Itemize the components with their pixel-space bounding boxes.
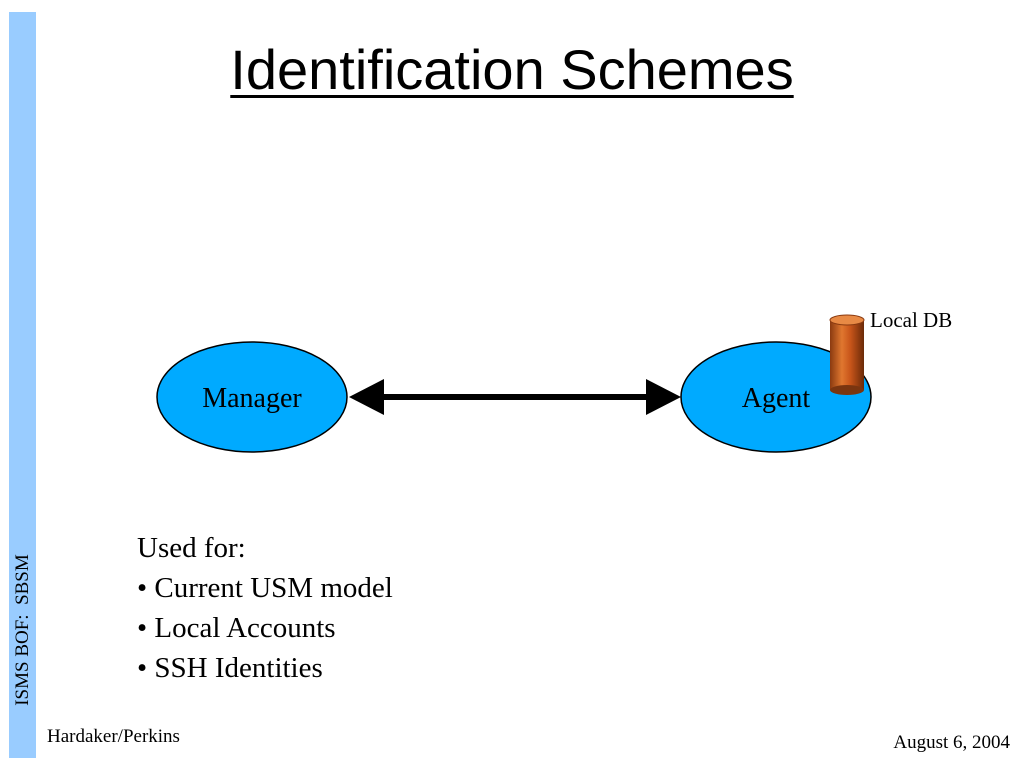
usage-heading: Used for: [137, 532, 246, 564]
manager-label: Manager [202, 383, 302, 414]
slide-title: Identification Schemes [0, 30, 1024, 110]
list-item: • SSH Identities [137, 652, 323, 684]
usage-list: Used for: • Current USM model • Local Ac… [137, 528, 393, 688]
footer-date: August 6, 2004 [893, 732, 1010, 753]
bidirectional-arrow [349, 379, 681, 415]
side-bar [9, 12, 36, 758]
database-label: Local DB [870, 308, 953, 332]
manager-node: Manager [156, 341, 348, 453]
agent-label: Agent [742, 383, 811, 414]
list-item: • Current USM model [137, 572, 393, 604]
database-icon [829, 314, 865, 395]
slide-title-text: Identification Schemes [230, 38, 794, 101]
list-item: • Local Accounts [137, 612, 336, 644]
footer-authors: Hardaker/Perkins [47, 726, 180, 747]
